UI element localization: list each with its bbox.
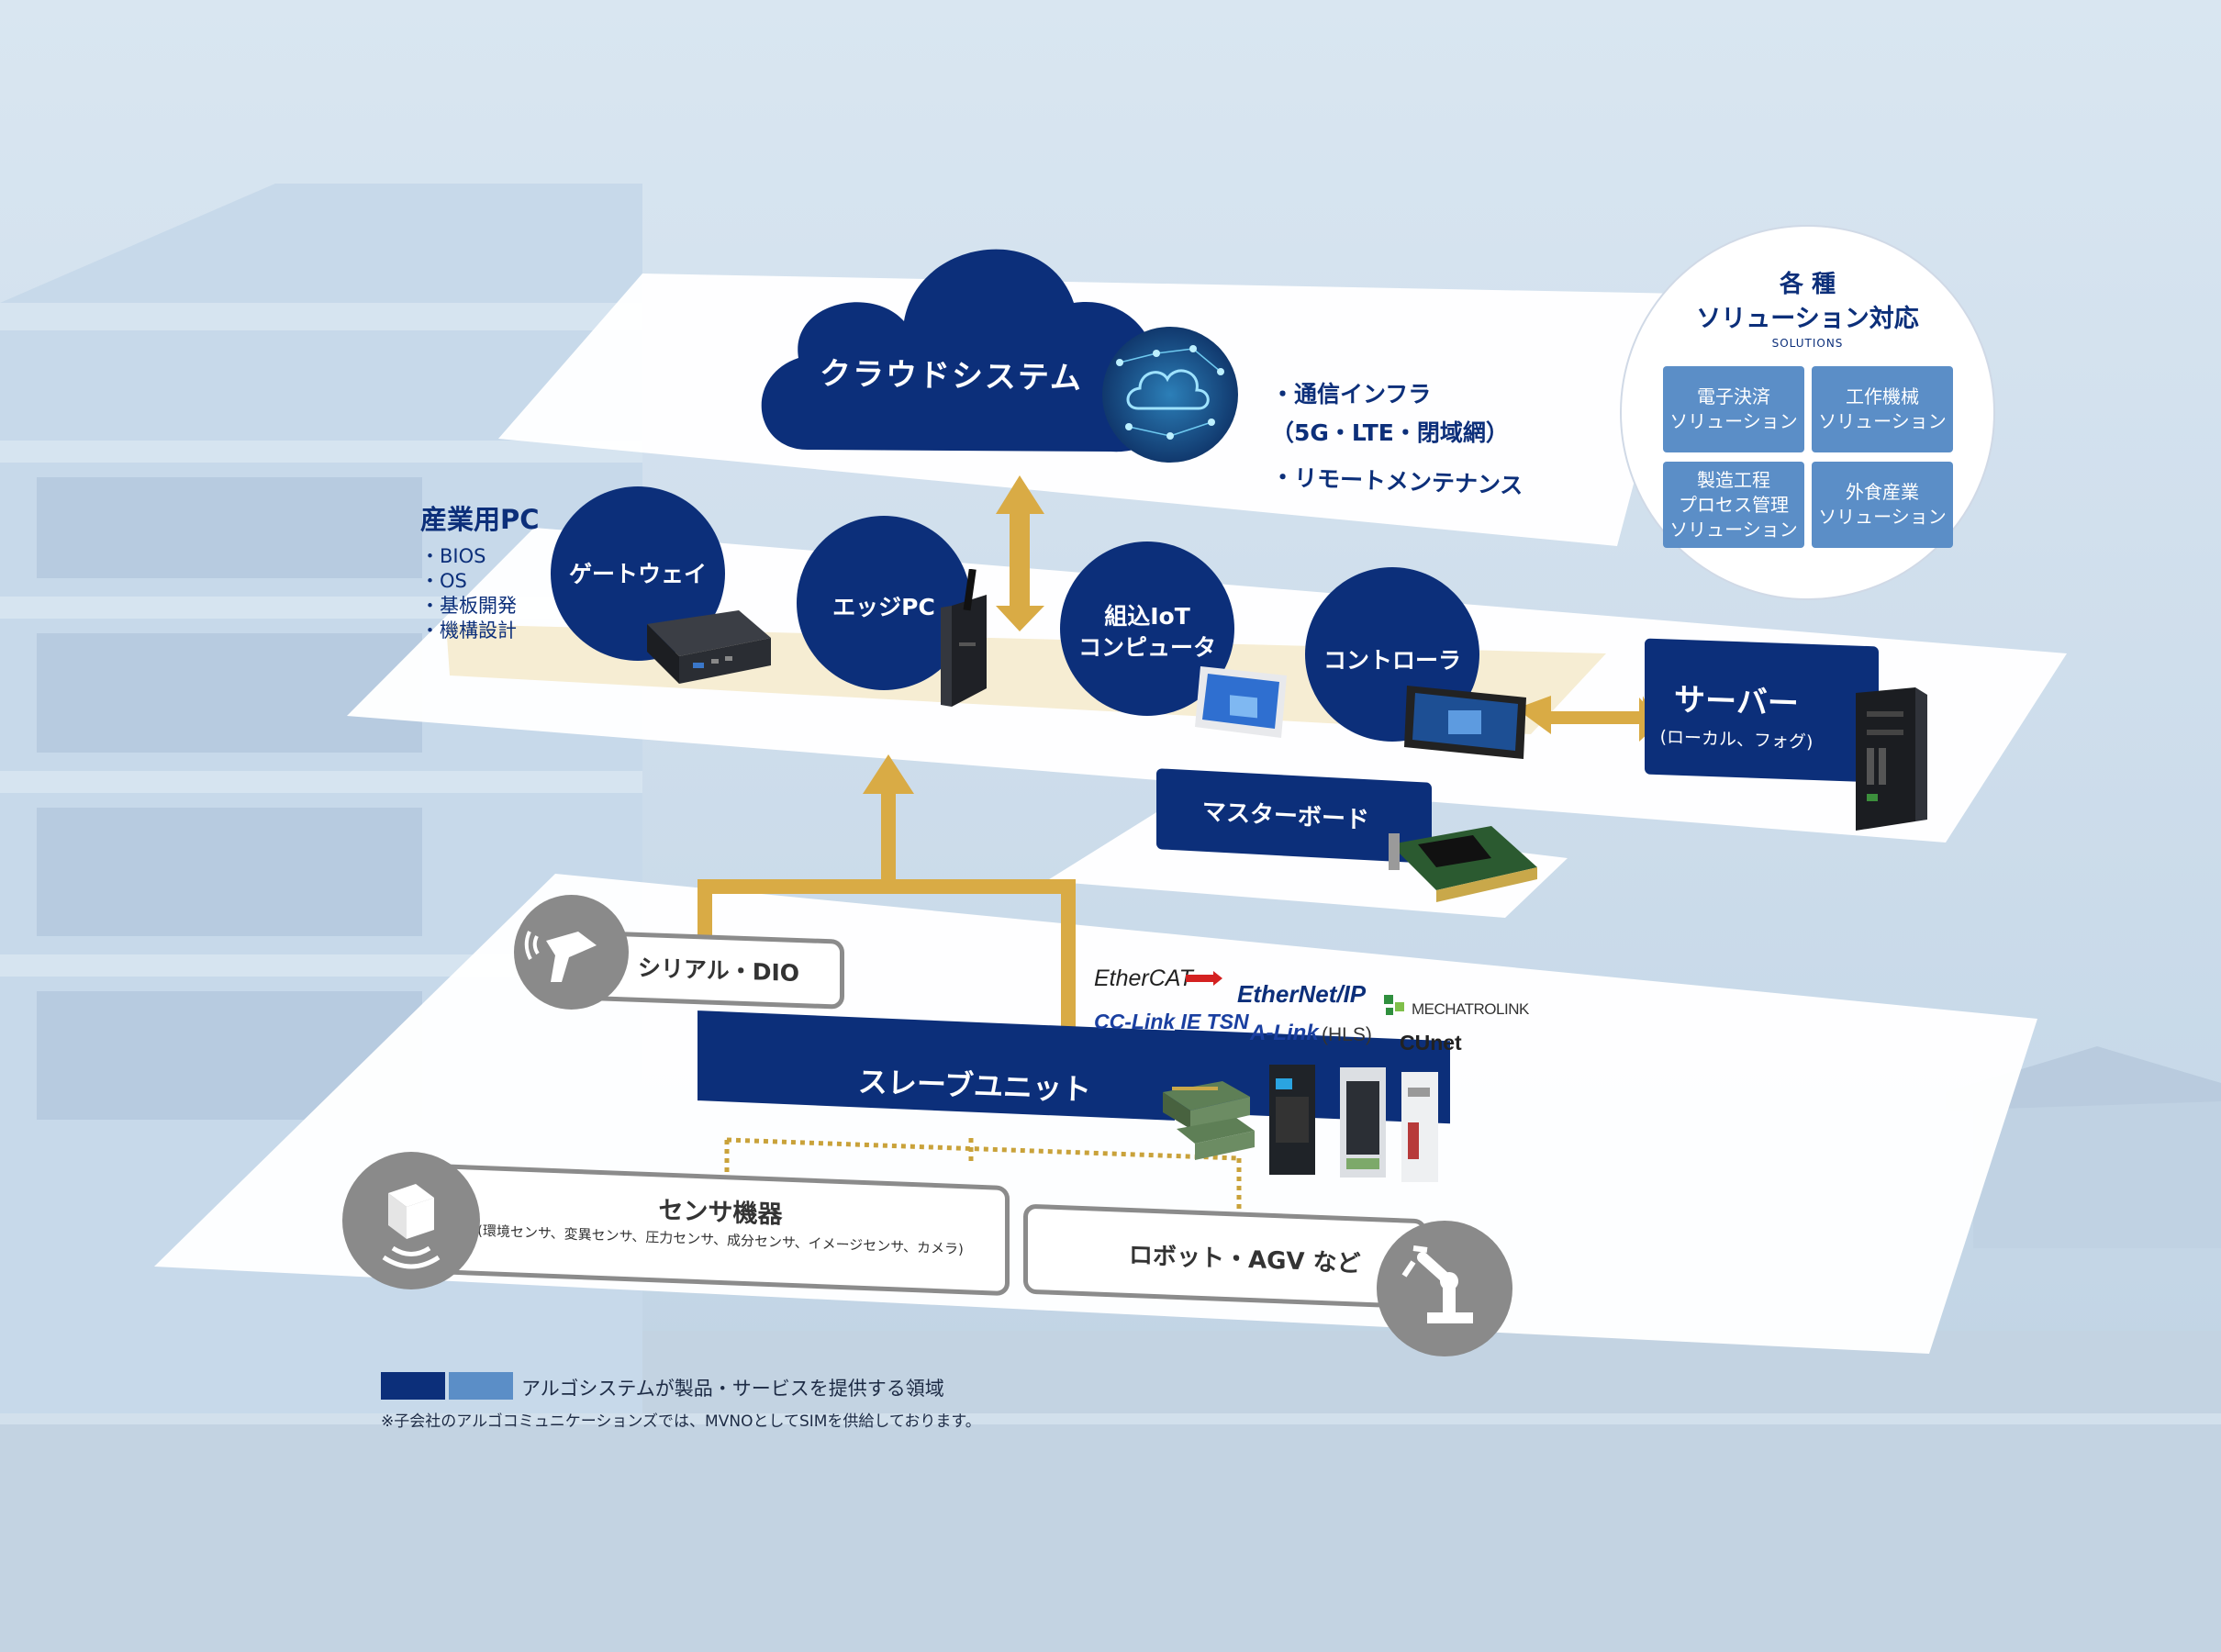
solution-payment-line1: 電子決済 (1697, 385, 1770, 407)
solution-food: 外食産業 ソリューション (1812, 462, 1953, 548)
edge-pc-device-image (941, 569, 987, 707)
iot-computer-circle: 組込IoT コンピュータ (1060, 541, 1234, 716)
sensor-box: センサ機器 (環境センサ、変異センサ、圧力センサ、成分センサ、イメージセンサ、カ… (431, 1163, 1010, 1297)
iot-tablet-image (1195, 666, 1287, 738)
cloud-note-network: （5G・LTE・閉域網） (1271, 419, 1509, 446)
legend-text: アルゴシステムが製品・サービスを提供する領域 (521, 1378, 944, 1400)
server-box: サーバー (ローカル、フォグ) (1645, 638, 1879, 783)
iot-label-2: コンピュータ (1077, 634, 1216, 661)
industrial-pc-title: 産業用PC (420, 504, 540, 535)
robot-circle (1377, 1221, 1512, 1356)
sensor-circle (342, 1152, 480, 1289)
slave-drive-2-image (1340, 1067, 1386, 1178)
solution-process-line3: ソリューション (1669, 518, 1798, 541)
industrial-pc-bios: ・BIOS (420, 545, 486, 567)
robot-box: ロボット・AGV など (1023, 1203, 1427, 1310)
server-title: サーバー (1674, 681, 1799, 723)
iot-label-1: 組込IoT (1104, 603, 1190, 630)
cloud-title: クラウドシステム (819, 355, 1084, 397)
cloud-network-icon (1102, 327, 1238, 463)
masterboard-card-image (1389, 826, 1537, 902)
gateway-label: ゲートウェイ (568, 561, 707, 587)
solution-food-line2: ソリューション (1818, 506, 1947, 528)
edge-pc-label: エッジPC (832, 594, 935, 620)
slave-unit-title: スレーブユニット (857, 1064, 1092, 1108)
controller-monitor-image (1404, 686, 1526, 759)
mechatrolink-icon (1384, 995, 1404, 1015)
solution-process-line2: プロセス管理 (1679, 493, 1789, 516)
ethercat-arrow-icon (1186, 971, 1222, 986)
server-subtitle: (ローカル、フォグ) (1659, 727, 1814, 753)
logo-alink: A-Link (1250, 1021, 1319, 1045)
controller-label: コントローラ (1323, 647, 1461, 674)
solution-process-line1: 製造工程 (1697, 468, 1770, 491)
legend-swatch-navy (381, 1372, 445, 1400)
solution-machine-tools: 工作機械 ソリューション (1812, 366, 1953, 452)
server-tower-image (1856, 687, 1927, 831)
legend-swatch-light (449, 1372, 513, 1400)
cloud-note-infra: ・通信インフラ (1271, 381, 1432, 407)
gateway-circle: ゲートウェイ (551, 486, 725, 661)
industrial-pc-board: ・基板開発 (420, 595, 517, 617)
solution-machine-line2: ソリューション (1818, 410, 1947, 432)
serial-dio-title: シリアル・DIO (638, 954, 800, 988)
masterboard-title: マスターボード (1202, 798, 1370, 835)
slave-io-modules-image (1163, 1081, 1255, 1160)
solutions-subtitle: SOLUTIONS (1771, 337, 1844, 350)
solution-machine-line1: 工作機械 (1846, 385, 1919, 407)
logo-cunet: CUnet (1400, 1031, 1462, 1055)
solutions-title-1: 各 種 (1779, 271, 1836, 298)
solution-food-line1: 外食産業 (1846, 481, 1919, 503)
solution-payment-line2: ソリューション (1669, 410, 1798, 432)
legend-note: ※子会社のアルゴコミュニケーションズでは、MVNOとしてSIMを供給しております… (381, 1412, 981, 1431)
robot-arm-icon (1401, 1245, 1473, 1323)
solution-process: 製造工程 プロセス管理 ソリューション (1663, 462, 1804, 548)
logo-cclink: CC-Link IE TSN (1094, 1010, 1249, 1033)
industrial-pc-mech: ・機構設計 (420, 620, 517, 642)
industrial-pc-os: ・OS (420, 570, 467, 592)
robot-title: ロボット・AGV など (1129, 1241, 1361, 1278)
sensor-icon (382, 1184, 441, 1269)
solution-payment: 電子決済 ソリューション (1663, 366, 1804, 452)
solutions-title-2: ソリューション対応 (1696, 305, 1919, 333)
gateway-device-image (647, 610, 771, 684)
logo-ethercat: EtherCAT (1094, 966, 1193, 991)
barcode-scanner-circle (514, 895, 629, 1010)
solutions-panel: 各 種 ソリューション対応 SOLUTIONS 電子決済 ソリューション 工作機… (1620, 225, 1995, 600)
logo-mechatrolink: MECHATROLINK (1412, 1000, 1529, 1018)
slave-drive-1-image (1269, 1065, 1315, 1175)
logo-alink-hls: (HLS) (1322, 1024, 1372, 1045)
slave-drive-3-image (1401, 1072, 1438, 1182)
barcode-scanner-icon (524, 931, 597, 982)
logo-ethernetip: EtherNet/IP (1237, 980, 1367, 1008)
cloud-shape (761, 249, 1159, 452)
